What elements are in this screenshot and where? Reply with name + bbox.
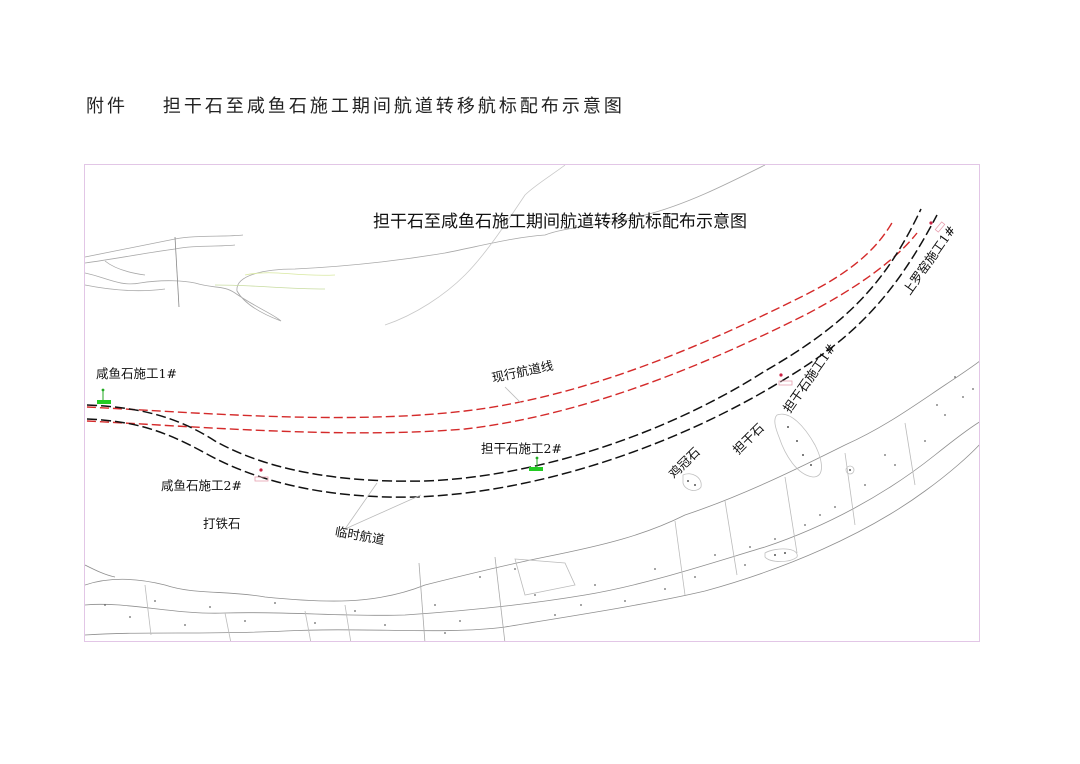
label-xianyushi-2: 咸鱼石施工2# <box>161 478 242 493</box>
channel-map: 担干石至咸鱼石施工期间航道转移航标配布示意图 咸鱼石施工1# 咸鱼石施工2# 打… <box>84 164 980 642</box>
south-shoreline <box>85 361 979 641</box>
buoy-danganshi-2 <box>529 456 543 471</box>
shoals <box>682 413 855 562</box>
label-xianyushi-1: 咸鱼石施工1# <box>96 366 177 381</box>
buoy-xianyushi-1 <box>97 388 111 404</box>
buoy-xianyushi-2 <box>254 468 269 482</box>
map-title: 担干石至咸鱼石施工期间航道转移航标配布示意图 <box>373 212 747 232</box>
label-datieshi: 打铁石 <box>203 516 241 531</box>
buoy-shangluoyao-1 <box>929 221 946 233</box>
existing-channel-lines <box>86 220 918 434</box>
map-drawing <box>85 165 979 641</box>
page-heading: 附件 担干石至咸鱼石施工期间航道转移航标配布示意图 <box>86 96 625 117</box>
leader-lines <box>344 386 522 530</box>
label-danganshi-2: 担干石施工2# <box>481 441 562 456</box>
temporary-channel-lines <box>86 208 938 498</box>
north-shoreline <box>85 165 766 326</box>
land-stipple <box>104 376 974 634</box>
buoy-danganshi-1 <box>778 373 793 386</box>
